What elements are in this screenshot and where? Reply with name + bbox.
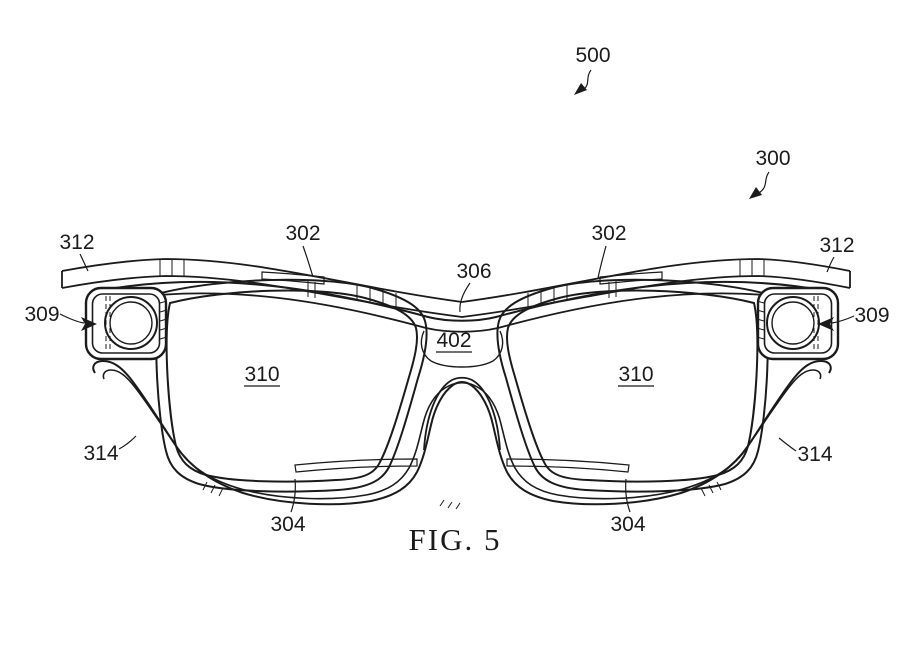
- arrowhead-309-left: [81, 317, 97, 331]
- bridge-plate-right-edge: [492, 330, 504, 362]
- ref-label-300: 300: [755, 147, 790, 170]
- leader-309-right: [831, 315, 855, 324]
- ref-label-500: 500: [575, 44, 610, 67]
- frame-top-rail-inner: [103, 292, 821, 333]
- brow-bar-top-edge: [61, 258, 851, 303]
- leader-302-left: [302, 245, 314, 278]
- nose-bridge: [420, 330, 504, 451]
- lower-rim-hatch-ticks: [202, 481, 722, 510]
- leader-304-right: [625, 478, 631, 513]
- right-camera-module: [756, 286, 840, 361]
- ref-label-302-right: 302: [591, 222, 626, 245]
- figure-caption: FIG. 5: [409, 522, 502, 557]
- ref-label-302-left: 302: [285, 222, 320, 245]
- brow-bar-bottom-edge: [61, 275, 851, 318]
- ref-label-312-left: 312: [59, 231, 94, 254]
- right-camera-module-inner: [763, 293, 833, 354]
- ref-label-306: 306: [456, 260, 491, 283]
- arrowhead-309-right: [818, 317, 834, 331]
- ref-label-402: 402: [436, 329, 471, 352]
- frame-outer-band: [92, 359, 832, 510]
- leader-lines: [59, 69, 855, 513]
- leader-302-right: [597, 245, 607, 279]
- ref-label-314-right: 314: [797, 443, 832, 466]
- leader-306: [459, 282, 471, 313]
- bottom-strip-left: [294, 458, 418, 473]
- right-camera-lens-outer: [766, 296, 820, 350]
- left-lens-rim: [155, 278, 428, 493]
- left-camera-lens-outer: [104, 296, 158, 350]
- leader-312-left: [79, 253, 89, 272]
- left-lens-opening: [165, 289, 419, 483]
- reference-labels: 500 300 312 302 306 302 312 309 309 402 …: [24, 44, 889, 536]
- bridge-plate-left-edge: [420, 330, 432, 362]
- bridge-plate-bottom-edge: [430, 360, 494, 368]
- ref-label-309-right: 309: [854, 304, 889, 327]
- right-camera-module-detail-lines: [756, 296, 819, 351]
- nose-arch-inner: [423, 376, 501, 451]
- leader-300: [758, 171, 770, 194]
- ref-label-304-right: 304: [610, 513, 645, 536]
- leader-314-right: [778, 437, 797, 452]
- leader-312-right: [826, 256, 835, 273]
- bottom-strip-right: [506, 458, 630, 473]
- arrowhead-300: [749, 187, 762, 199]
- lens-rims: [155, 278, 769, 493]
- ref-label-309-left: 309: [24, 303, 59, 326]
- frame-top-rail-outer: [97, 280, 827, 322]
- arrowhead-500: [574, 83, 587, 95]
- rail-insert-strip-right: [599, 271, 663, 285]
- frame-inner-silhouette: [102, 369, 822, 500]
- left-camera-module: [84, 286, 168, 361]
- ref-label-304-left: 304: [270, 513, 305, 536]
- right-lens-rim: [496, 278, 769, 493]
- leader-314-left: [118, 435, 137, 450]
- bottom-insert-strips: [294, 458, 630, 473]
- ref-label-310-right: 310: [618, 363, 653, 386]
- ref-label-314-left: 314: [83, 442, 118, 465]
- ref-label-310-left: 310: [244, 363, 279, 386]
- left-camera-module-detail-lines: [105, 296, 168, 351]
- leader-309-left: [59, 313, 85, 324]
- leader-304-left: [290, 478, 296, 513]
- ref-label-312-right: 312: [819, 234, 854, 257]
